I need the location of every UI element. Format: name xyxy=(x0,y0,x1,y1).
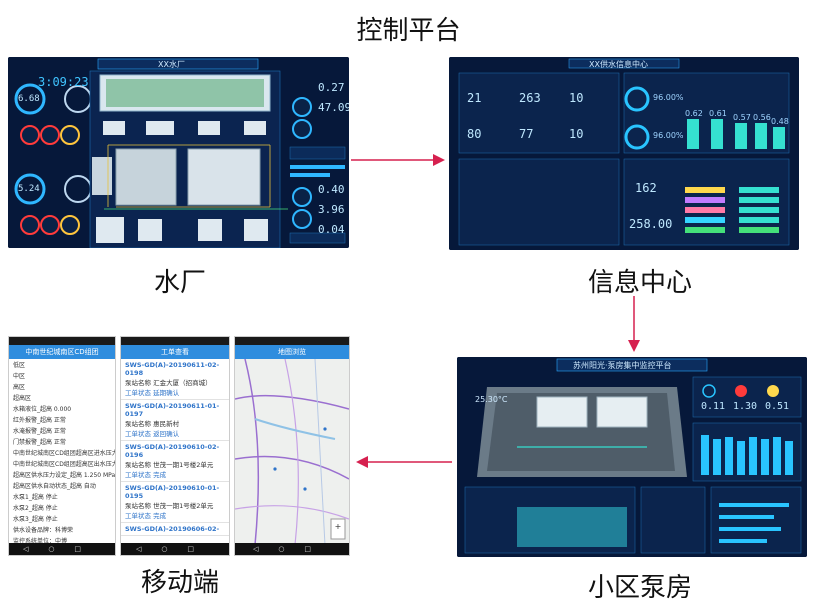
workorder-status: 工单状态 延期确认 xyxy=(125,389,180,397)
workorder-id: SWS-GD(A)-20190606-02- xyxy=(125,525,220,533)
workorder-item[interactable]: SWS-GD(A)-20190611-02-0198 泵站名称 汇金大厦（招商城… xyxy=(121,359,229,400)
info-bar-1: 0.62 xyxy=(685,109,703,118)
workorder-id: SWS-GD(A)-20190610-01-0195 xyxy=(125,484,220,500)
mobile-row-11: 水泵3_超高 停止 xyxy=(13,516,58,523)
workorder-id: SWS-GD(A)-20190611-02-0198 xyxy=(125,361,220,377)
android-nav-bar[interactable]: ◁○□ xyxy=(235,543,349,555)
workorder-id: SWS-GD(A)-20190610-02-0196 xyxy=(125,443,220,459)
mobile-row-8: 超高区供水自动状态_超高 自动 xyxy=(13,483,96,490)
info-center-header: XX供水信息中心 xyxy=(589,60,648,69)
arrow-info-to-pump xyxy=(628,296,640,352)
mobile-screen-status: 中南世纪城南区CD组团 低区 中区 高区 超高区 水箱液位_超高 0.000 红… xyxy=(8,336,116,556)
info-kpi-8: 258.00 xyxy=(629,217,673,231)
workorder-item[interactable]: SWS-GD(A)-20190610-01-0195 泵站名称 世茂一期1号楼2… xyxy=(121,482,229,523)
mobile-zone-4[interactable]: 超高区 xyxy=(13,395,32,402)
workorder-station: 泵站名称 世茂一期1号楼2单元 xyxy=(125,502,214,510)
caption-pump-room: 小区泵房 xyxy=(587,573,692,603)
workorder-station: 泵站名称 惠民新村 xyxy=(125,420,180,428)
info-kpi-4: 77 xyxy=(519,127,534,141)
caption-mobile: 移动端 xyxy=(140,568,219,598)
pump-reading-1: 0.11 xyxy=(701,401,726,412)
mobile-screen2-title: 工单查看 xyxy=(121,345,229,359)
info-center-graphic xyxy=(449,57,799,250)
water-plant-readout-4: 0.40 xyxy=(318,183,345,196)
mobile-row-2: 红外报警_超高 正常 xyxy=(13,417,66,424)
info-bar-4: 0.56 xyxy=(753,113,771,122)
svg-text:+: + xyxy=(335,522,342,531)
water-plant-readout-6: 0.04 xyxy=(318,223,345,236)
info-bar-5: 0.48 xyxy=(771,117,789,126)
info-pct-2: 96.00% xyxy=(653,131,684,140)
mobile-row-4: 门禁报警_超高 正常 xyxy=(13,439,66,446)
android-nav-bar[interactable]: ◁○□ xyxy=(121,543,229,555)
mobile-screen3-title: 地图浏览 xyxy=(235,345,349,359)
info-pct-1: 96.00% xyxy=(653,93,684,102)
workorder-status: 工单状态 完成 xyxy=(125,471,167,479)
arrow-pump-to-mobile xyxy=(356,456,452,468)
caption-info-center: 信息中心 xyxy=(587,268,692,298)
mobile-zone-1[interactable]: 低区 xyxy=(13,362,26,369)
info-kpi-6: 10 xyxy=(569,127,584,141)
mobile-footer-2: 监控系统单位：中博 xyxy=(13,538,68,545)
map-view[interactable]: + xyxy=(235,358,349,546)
water-plant-graphic xyxy=(8,57,349,248)
water-plant-readout-3: 47.09 xyxy=(318,101,349,114)
mobile-zone-3[interactable]: 高区 xyxy=(13,384,26,391)
pump-room-screenshot: 苏州阳光·泵房集中监控平台 25.30°C 0.11 1.30 0.51 xyxy=(457,357,807,557)
info-kpi-2: 263 xyxy=(519,91,541,105)
arrow-plant-to-info xyxy=(351,154,445,166)
workorder-item[interactable]: SWS-GD(A)-20190606-02- xyxy=(121,523,229,536)
info-kpi-7: 162 xyxy=(635,181,657,195)
pump-reading-2: 1.30 xyxy=(733,401,758,412)
mobile-screen-map: 地图浏览 + ◁○□ xyxy=(234,336,350,556)
workorder-status: 工单状态 返回确认 xyxy=(125,430,180,438)
mobile-row-1: 水箱液位_超高 0.000 xyxy=(13,406,72,413)
mobile-row-6: 中南世纪城南区CD组团超高区出水压力_超高 1.248 MPa xyxy=(13,461,115,468)
water-plant-readout-2: 0.27 xyxy=(318,81,345,94)
mobile-footer-1: 供水设备品牌：科博荣 xyxy=(13,527,74,534)
workorder-station: 泵站名称 世茂一期1号楼2单元 xyxy=(125,461,214,469)
info-kpi-3: 80 xyxy=(467,127,482,141)
mobile-row-7: 超高区供水压力设定_超高 1.250 MPa xyxy=(13,472,116,479)
info-center-screenshot: XX供水信息中心 21 263 80 77 10 10 162 258.00 9… xyxy=(449,57,799,250)
water-plant-screenshot: XX水厂 3:09:23 0.27 47.09 0.40 3.96 0.04 6… xyxy=(8,57,349,248)
mobile-screen1-title: 中南世纪城南区CD组团 xyxy=(9,345,115,359)
info-kpi-5: 10 xyxy=(569,91,584,105)
mobile-row-3: 水淹报警_超高 正常 xyxy=(13,428,66,435)
mobile-row-10: 水泵2_超高 停止 xyxy=(13,505,58,512)
water-plant-gauge-2: 5.24 xyxy=(18,184,40,194)
mobile-row-9: 水泵1_超高 停止 xyxy=(13,494,58,501)
android-nav-bar[interactable]: ◁○□ xyxy=(9,543,115,555)
pump-room-header: 苏州阳光·泵房集中监控平台 xyxy=(573,361,672,370)
info-kpi-1: 21 xyxy=(467,91,482,105)
water-plant-header: XX水厂 xyxy=(158,60,185,69)
diagram-title: 控制平台 xyxy=(356,16,461,46)
info-bar-2: 0.61 xyxy=(709,109,727,118)
pump-room-temp: 25.30°C xyxy=(475,395,508,404)
workorder-status: 工单状态 完成 xyxy=(125,512,167,520)
water-plant-readout-1: 3:09:23 xyxy=(38,75,89,89)
mobile-screen-workorders: 工单查看 SWS-GD(A)-20190611-02-0198 泵站名称 汇金大… xyxy=(120,336,230,556)
mobile-zone-2[interactable]: 中区 xyxy=(13,373,26,380)
workorder-item[interactable]: SWS-GD(A)-20190611-01-0197 泵站名称 惠民新村 工单状… xyxy=(121,400,229,441)
pump-room-graphic xyxy=(457,357,807,557)
mobile-row-5: 中南世纪城南区CD组团超高区进水压力_超高 0.277 MPa xyxy=(13,450,115,457)
pump-reading-3: 0.51 xyxy=(765,401,790,412)
workorder-station: 泵站名称 汇金大厦（招商城） xyxy=(125,379,212,387)
water-plant-gauge-1: 6.68 xyxy=(18,94,40,104)
water-plant-readout-5: 3.96 xyxy=(318,203,345,216)
caption-water-plant: 水厂 xyxy=(153,268,206,298)
workorder-item[interactable]: SWS-GD(A)-20190610-02-0196 泵站名称 世茂一期1号楼2… xyxy=(121,441,229,482)
workorder-id: SWS-GD(A)-20190611-01-0197 xyxy=(125,402,220,418)
info-bar-3: 0.57 xyxy=(733,113,751,122)
